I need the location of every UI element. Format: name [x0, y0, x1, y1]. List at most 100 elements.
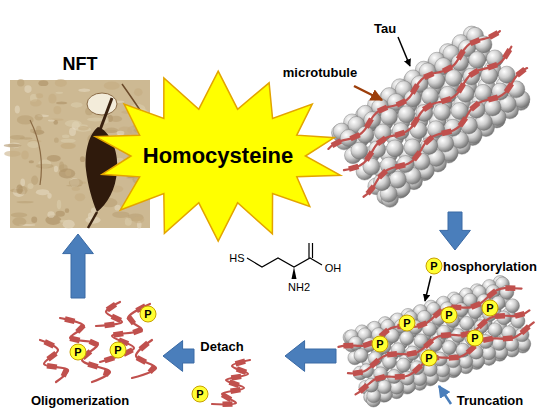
- tubulin-sphere: [460, 316, 474, 330]
- tau-sheet: [442, 131, 452, 133]
- phospho-mark: P: [74, 347, 81, 358]
- photo-texture: [61, 143, 75, 149]
- tau-strand: [132, 340, 156, 378]
- photo-texture: [110, 116, 122, 122]
- photo-texture: [17, 79, 24, 87]
- tau-sheet: [112, 316, 121, 320]
- photo-texture: [56, 211, 65, 217]
- tubulin-sphere: [397, 358, 411, 372]
- tubulin-sphere: [398, 106, 415, 123]
- atom-label: NH2: [288, 282, 310, 293]
- photo-texture: [65, 170, 71, 176]
- truncation-pointer: [439, 386, 451, 404]
- photo-fiber: [30, 120, 42, 185]
- double-bond: [309, 243, 313, 258]
- tubulin-sphere: [434, 103, 451, 120]
- tau-sheet: [351, 135, 360, 139]
- tau-sheet: [105, 358, 115, 361]
- phospho-circle: [372, 336, 388, 352]
- flow-arrow: [285, 341, 336, 372]
- tau-sheet: [441, 332, 451, 338]
- phospho-circle: [426, 258, 442, 274]
- photo-texture: [31, 176, 38, 185]
- tubulin-sphere: [354, 349, 368, 363]
- phospho-circle: [192, 386, 208, 402]
- tau-sheet: [150, 366, 155, 372]
- tubulin-sphere: [374, 367, 388, 381]
- photo-texture: [17, 201, 34, 203]
- tau-sheet: [231, 376, 241, 378]
- tubulin-sphere: [386, 140, 403, 157]
- tau-sheet: [140, 343, 148, 349]
- tau-sheet: [443, 67, 452, 71]
- photo-texture: [59, 162, 64, 171]
- photo-texture: [134, 88, 143, 96]
- tau-sheet: [229, 382, 239, 385]
- photo-texture: [55, 79, 67, 87]
- phospho-circle: [140, 306, 156, 322]
- tubulin-sphere: [469, 51, 486, 68]
- tau-sheet: [397, 101, 406, 105]
- photo-texture: [71, 102, 83, 107]
- tau-sheet: [479, 321, 486, 328]
- photo-texture: [69, 127, 76, 135]
- figure-label: NFT: [63, 55, 98, 73]
- tau-sheet: [425, 137, 432, 144]
- photo-texture: [112, 211, 129, 217]
- phospho-mark: P: [144, 309, 151, 320]
- tau-sheet: [505, 285, 515, 291]
- microtubule-drawing: [338, 276, 533, 407]
- tubulin-sphere: [439, 86, 456, 103]
- photo-texture: [69, 179, 83, 187]
- tubulin-sphere: [488, 323, 502, 337]
- tubulin-sphere: [445, 70, 462, 87]
- part-label: microtubule: [283, 66, 357, 79]
- tau-sheet: [113, 333, 123, 334]
- tau-sheet: [504, 49, 509, 57]
- photo-texture: [24, 85, 31, 93]
- tau-sheet: [488, 65, 497, 68]
- tau-sheet: [107, 304, 115, 310]
- phospho-circle: [70, 344, 86, 360]
- photo-texture: [75, 193, 85, 201]
- tau-sheet: [378, 107, 387, 111]
- tau-strand: [328, 31, 500, 149]
- flow-arrow: [163, 341, 194, 372]
- photo-texture: [133, 216, 145, 223]
- tau-sheet: [353, 372, 363, 374]
- tau-sheet: [377, 138, 385, 144]
- photo-texture: [53, 106, 61, 114]
- step-label: Oligomerization: [31, 394, 129, 407]
- tau-sheet: [137, 358, 146, 363]
- tau-sheet: [488, 97, 498, 100]
- bond: [247, 258, 322, 267]
- tubulin-sphere: [505, 299, 519, 313]
- tau-sheet: [468, 346, 475, 353]
- tau-strand: [96, 302, 122, 326]
- tau-sheet: [237, 369, 246, 373]
- neuron-process: [100, 98, 112, 130]
- photo-texture: [117, 131, 125, 136]
- part-label: Tau: [374, 22, 396, 35]
- tau-strand: [364, 68, 528, 197]
- tubulin-sphere: [446, 354, 460, 368]
- photo-texture: [36, 126, 42, 135]
- tau-sheet: [395, 374, 405, 380]
- tau-sheet: [343, 343, 353, 349]
- tau-pointer: [398, 37, 410, 66]
- tau-sheet: [517, 69, 525, 75]
- tau-sheet: [45, 342, 54, 346]
- chemical-structure: [247, 243, 322, 267]
- tau-sheet: [366, 119, 371, 128]
- phospho-mark: P: [196, 389, 203, 400]
- microtubule-pointer: [354, 86, 382, 100]
- phospho-circle: [399, 315, 415, 331]
- flow-arrow: [440, 212, 471, 250]
- photo-texture: [54, 166, 58, 172]
- phospho-circle: [467, 330, 483, 346]
- tau-sheet: [458, 84, 463, 92]
- tubulin-sphere: [400, 331, 414, 345]
- photo-texture: [104, 81, 120, 89]
- tau-sheet: [48, 353, 56, 359]
